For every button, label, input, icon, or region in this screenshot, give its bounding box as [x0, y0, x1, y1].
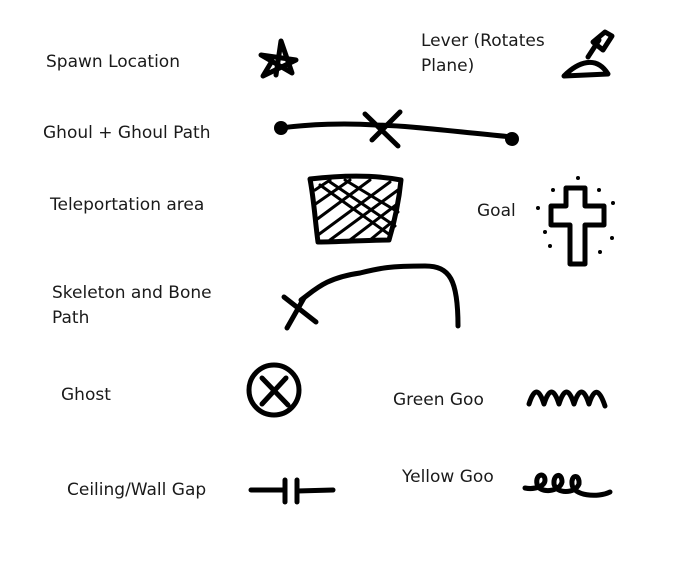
gap-icon — [248, 477, 336, 505]
yellow-goo-icon — [522, 472, 613, 498]
cross-icon — [536, 176, 615, 267]
label-spawn-location: Spawn Location — [46, 52, 180, 72]
label-ceiling-wall-gap: Ceiling/Wall Gap — [67, 480, 207, 500]
label-yellow-goo: Yellow Goo — [402, 467, 494, 487]
label-green-goo: Green Goo — [393, 390, 484, 410]
label-skeleton-line1: Skeleton and Bone — [52, 283, 212, 303]
label-ghost: Ghost — [61, 385, 111, 405]
ghoul-path-icon — [274, 109, 519, 149]
ghost-icon — [246, 362, 302, 418]
teleport-area-icon — [307, 173, 404, 245]
label-lever-line2: Plane) — [421, 56, 475, 76]
label-teleportation-area: Teleportation area — [50, 195, 205, 215]
lever-icon — [561, 29, 615, 79]
label-skeleton-path: Skeleton and Bone Path — [52, 281, 212, 331]
label-skeleton-line2: Path — [52, 308, 90, 328]
label-goal: Goal — [477, 201, 516, 221]
label-lever-line1: Lever (Rotates — [421, 31, 545, 51]
skeleton-path-icon — [281, 263, 461, 331]
green-goo-icon — [526, 389, 608, 409]
label-lever: Lever (Rotates Plane) — [421, 29, 545, 79]
star-icon — [258, 38, 299, 79]
label-ghoul-path: Ghoul + Ghoul Path — [43, 123, 211, 143]
